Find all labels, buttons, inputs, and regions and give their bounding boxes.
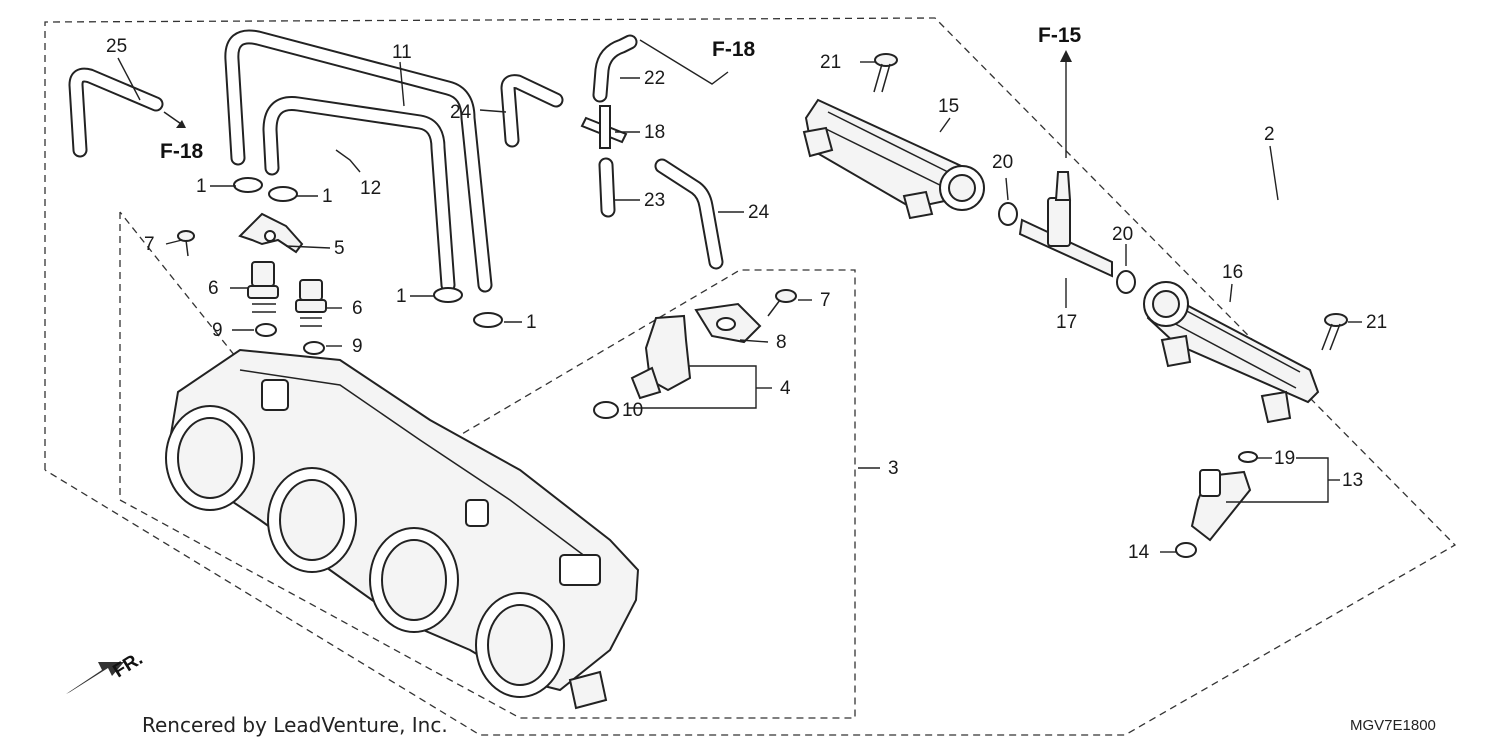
callout-1-b: 1 — [322, 186, 333, 207]
diagram-code: MGV7E1800 — [1350, 717, 1436, 734]
callout-7-left: 7 — [144, 234, 155, 255]
callout-21-right: 21 — [1366, 312, 1387, 333]
oring-10 — [593, 401, 619, 419]
callout-7-right: 7 — [820, 290, 831, 311]
callout-21-top: 21 — [820, 52, 841, 73]
ref-f18-left: F-18 — [160, 140, 204, 163]
seal-8 — [694, 302, 762, 344]
fitting-6-left — [247, 261, 279, 313]
callout-20-lower: 20 — [1112, 224, 1133, 245]
callout-22: 22 — [644, 68, 665, 89]
hose-11 — [224, 29, 493, 293]
assembly-outline-2 — [44, 17, 1457, 736]
callout-9-right: 9 — [352, 336, 363, 357]
injector-13 — [1190, 469, 1252, 542]
callout-20-upper: 20 — [992, 152, 1013, 173]
front-direction-arrow — [66, 662, 124, 694]
hose-22 — [592, 34, 638, 103]
joint-17 — [1018, 171, 1113, 278]
callout-5: 5 — [334, 238, 345, 259]
arrow-to-f18-left — [163, 111, 186, 128]
fuel-rail-15 — [802, 98, 985, 220]
callout-8: 8 — [776, 332, 787, 353]
callout-24-lower: 24 — [748, 202, 770, 223]
callout-18: 18 — [644, 122, 665, 143]
callout-24-upper: 24 — [450, 102, 472, 123]
callout-12: 12 — [360, 178, 381, 199]
joint-18 — [580, 105, 628, 149]
callout-19: 19 — [1274, 448, 1295, 469]
bolt-21-right — [1321, 313, 1348, 351]
hose-12 — [262, 96, 456, 293]
callout-23: 23 — [644, 190, 665, 211]
callout-3: 3 — [888, 458, 899, 479]
callout-16: 16 — [1222, 262, 1243, 283]
oring-14 — [1175, 542, 1197, 558]
credit-text: Rencered by LeadVenture, Inc. — [142, 713, 448, 737]
hose-23 — [598, 157, 616, 218]
bolt-21-top — [873, 53, 898, 93]
sensor-4 — [630, 314, 692, 400]
callout-6-right: 6 — [352, 298, 363, 319]
clip-1-a — [233, 177, 263, 193]
hose-24-upper — [500, 74, 564, 148]
ref-f15: F-15 — [1038, 24, 1082, 47]
washer-20-upper — [998, 202, 1018, 226]
callout-2: 2 — [1264, 124, 1275, 145]
hose-25 — [68, 67, 164, 158]
throttle-body-3 — [165, 348, 640, 710]
ref-f18-top: F-18 — [712, 38, 756, 61]
callout-10: 10 — [622, 400, 643, 421]
callout-14: 14 — [1128, 542, 1150, 563]
callout-25: 25 — [106, 36, 127, 57]
callout-9-left: 9 — [212, 320, 223, 341]
callout-15: 15 — [938, 96, 959, 117]
oring-19 — [1238, 451, 1258, 463]
oring-9-right — [303, 341, 325, 355]
callout-6-left: 6 — [208, 278, 219, 299]
bolt-7-right — [767, 289, 797, 317]
callout-1-a: 1 — [196, 176, 207, 197]
oring-9-left — [255, 323, 277, 337]
leader-lines — [117, 39, 1362, 553]
clip-1-b — [268, 186, 298, 202]
fuel-rail-16 — [1143, 281, 1320, 424]
arrow-to-f15 — [1060, 50, 1072, 62]
callout-4: 4 — [780, 378, 791, 399]
front-label: FR. — [110, 648, 147, 682]
callout-17: 17 — [1056, 312, 1077, 333]
callout-1-c: 1 — [396, 286, 407, 307]
clip-1-c — [433, 287, 463, 303]
hose-24-lower — [654, 158, 724, 270]
callout-labels: 25 11 12 24 22 18 23 24 1 1 5 7 6 6 9 9 … — [106, 36, 1387, 563]
callout-11: 11 — [392, 42, 412, 63]
callout-1-d: 1 — [526, 312, 537, 333]
callout-13: 13 — [1342, 470, 1363, 491]
clip-1-d — [473, 312, 503, 328]
bracket-5 — [238, 212, 304, 254]
washer-20-lower — [1116, 270, 1136, 294]
fitting-6-right — [295, 279, 327, 327]
bolt-7-left — [177, 230, 195, 257]
